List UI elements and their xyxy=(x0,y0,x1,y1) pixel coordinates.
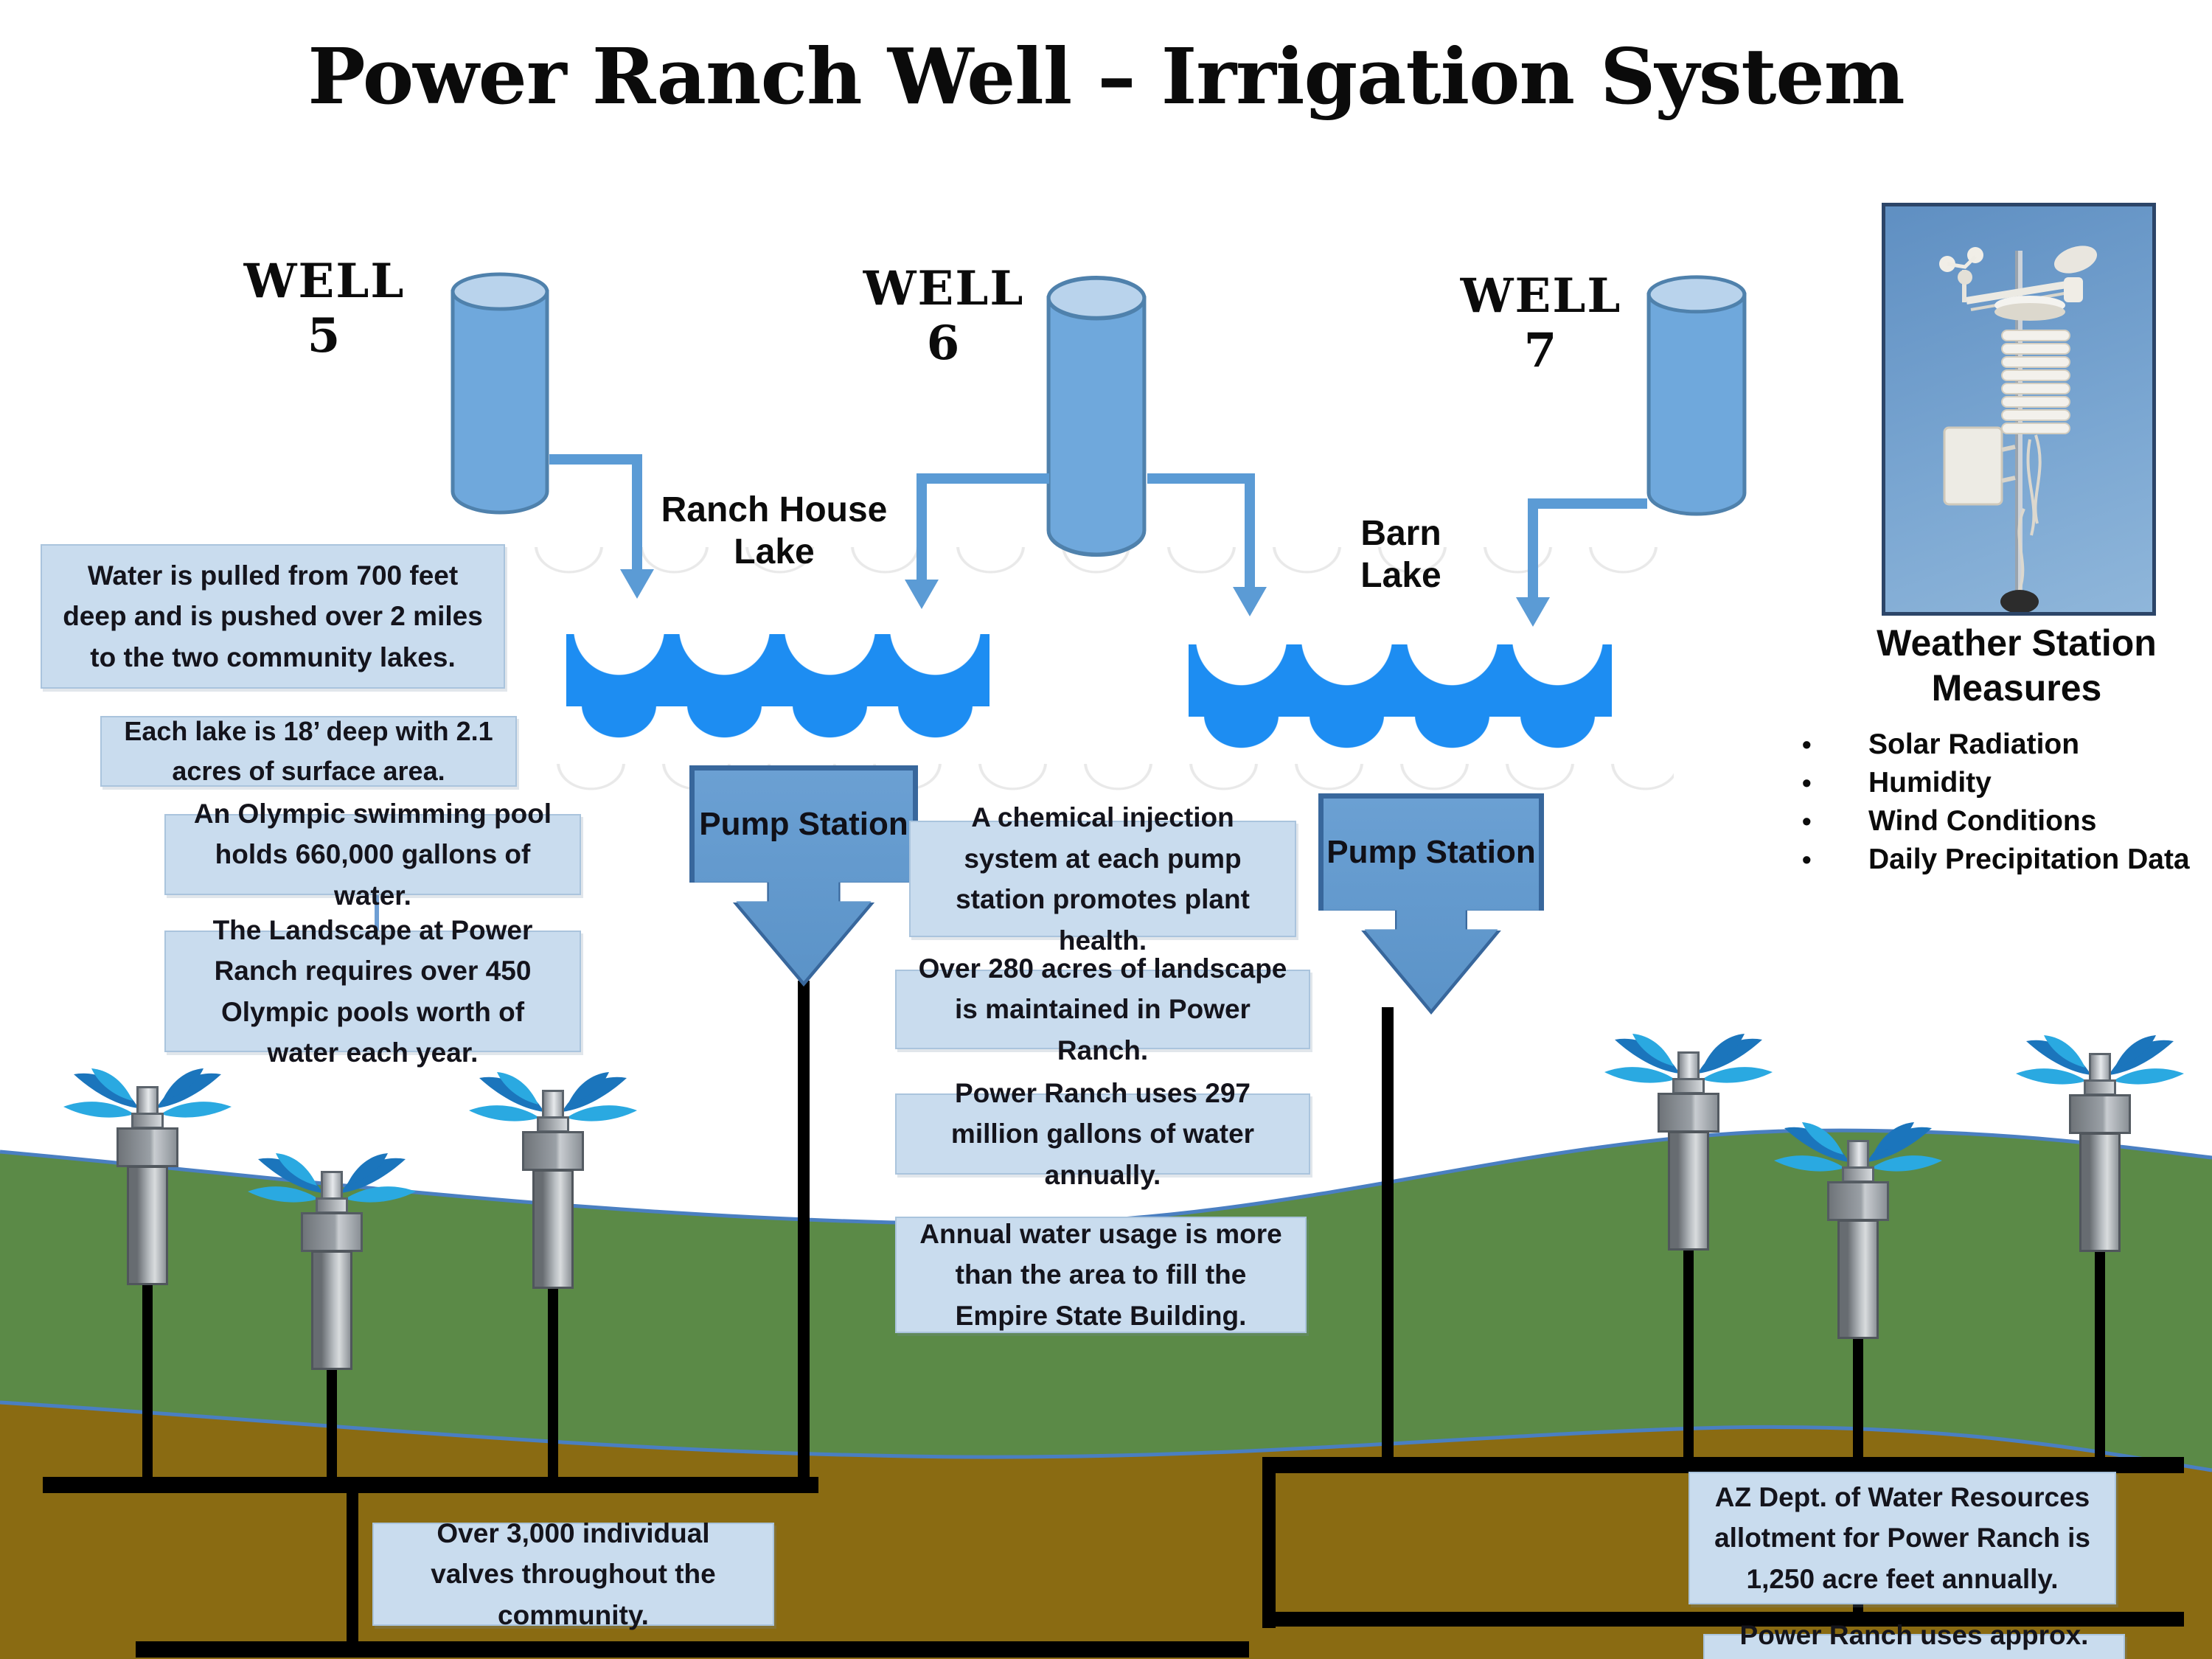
sprinkler6-pipe xyxy=(2095,1242,2105,1458)
sprinkler4-pipe xyxy=(1683,1240,1694,1458)
infobox-fifteen-year-usage: Power Ranch uses approx. 925 acre feet o… xyxy=(1703,1620,2125,1659)
bullet-item: • Humidity xyxy=(1792,767,2205,805)
left-drop-pipe xyxy=(347,1477,358,1648)
bottom-main-pipe xyxy=(136,1641,1249,1658)
infobox-landscape-need: The Landscape at Power Ranch requires ov… xyxy=(164,915,581,1068)
bullet-item: • Daily Precipitation Data xyxy=(1792,844,2205,882)
pump-station-1-label: Pump Station xyxy=(699,805,908,842)
infobox-olympic-pool: An Olympic swimming pool holds 660,000 g… xyxy=(164,799,581,911)
pump-station-2: Pump Station xyxy=(1318,793,1544,1015)
bullet-icon: • xyxy=(1802,768,1812,798)
weather-station-icon xyxy=(1939,246,2098,613)
pump1-pipe xyxy=(798,981,810,1484)
weather-station-photo xyxy=(1882,203,2156,616)
sprinkler-icon xyxy=(236,1150,428,1371)
sprinkler-icon xyxy=(52,1065,243,1287)
bullet-item: • Wind Conditions xyxy=(1792,805,2205,844)
weather-heading: Weather Station Measures xyxy=(1877,622,2157,709)
barn-lake-waves xyxy=(1189,644,1612,757)
ranch-house-lake-waves xyxy=(566,634,990,746)
page-title: Power Ranch Well – Irrigation System xyxy=(307,31,1905,122)
bullet-icon: • xyxy=(1802,844,1812,874)
bullet-icon: • xyxy=(1802,729,1812,759)
infobox-water-pulled: Water is pulled from 700 feet deep and i… xyxy=(41,544,505,689)
infobox-annual-gallons: Power Ranch uses 297 million gallons of … xyxy=(895,1078,1310,1190)
sprinkler-icon xyxy=(2004,1032,2196,1253)
infobox-valves: Over 3,000 individual valves throughout … xyxy=(372,1518,774,1630)
well5-cylinder-icon xyxy=(448,270,552,516)
infobox-az-allotment: AZ Dept. of Water Resources allotment fo… xyxy=(1688,1472,2116,1604)
sprinkler3-pipe xyxy=(548,1278,558,1481)
right-main-pipe xyxy=(1262,1457,2184,1473)
sprinkler1-pipe xyxy=(142,1274,153,1481)
infobox-chemical-injection: A chemical injection system at each pump… xyxy=(909,802,1296,956)
sprinkler2-pipe xyxy=(327,1359,337,1481)
infobox-lake-depth: Each lake is 18’ deep with 2.1 acres of … xyxy=(100,716,517,787)
sprinkler-icon xyxy=(1762,1119,1954,1340)
bullet-item: • Solar Radiation xyxy=(1792,728,2205,767)
well7-cylinder-icon xyxy=(1644,273,1749,518)
bullet-icon: • xyxy=(1802,806,1812,836)
weather-bullet-list: • Solar Radiation • Humidity • Wind Cond… xyxy=(1792,728,2205,882)
pump-station-2-label: Pump Station xyxy=(1326,833,1536,870)
infobox-connector-line xyxy=(375,894,379,932)
right-leg-pipe xyxy=(1262,1457,1276,1628)
sprinkler-icon xyxy=(457,1069,649,1290)
pump2-pipe xyxy=(1382,1007,1394,1460)
left-main-pipe xyxy=(43,1477,818,1493)
infobox-empire-state: Annual water usage is more than the area… xyxy=(895,1217,1307,1333)
sprinkler-icon xyxy=(1593,1031,1784,1252)
right-lower-main-pipe xyxy=(1262,1612,2184,1627)
infobox-acres-maintained: Over 280 acres of landscape is maintaine… xyxy=(895,953,1310,1065)
well6-cylinder-icon xyxy=(1044,273,1149,559)
pump-station-1: Pump Station xyxy=(689,765,918,987)
